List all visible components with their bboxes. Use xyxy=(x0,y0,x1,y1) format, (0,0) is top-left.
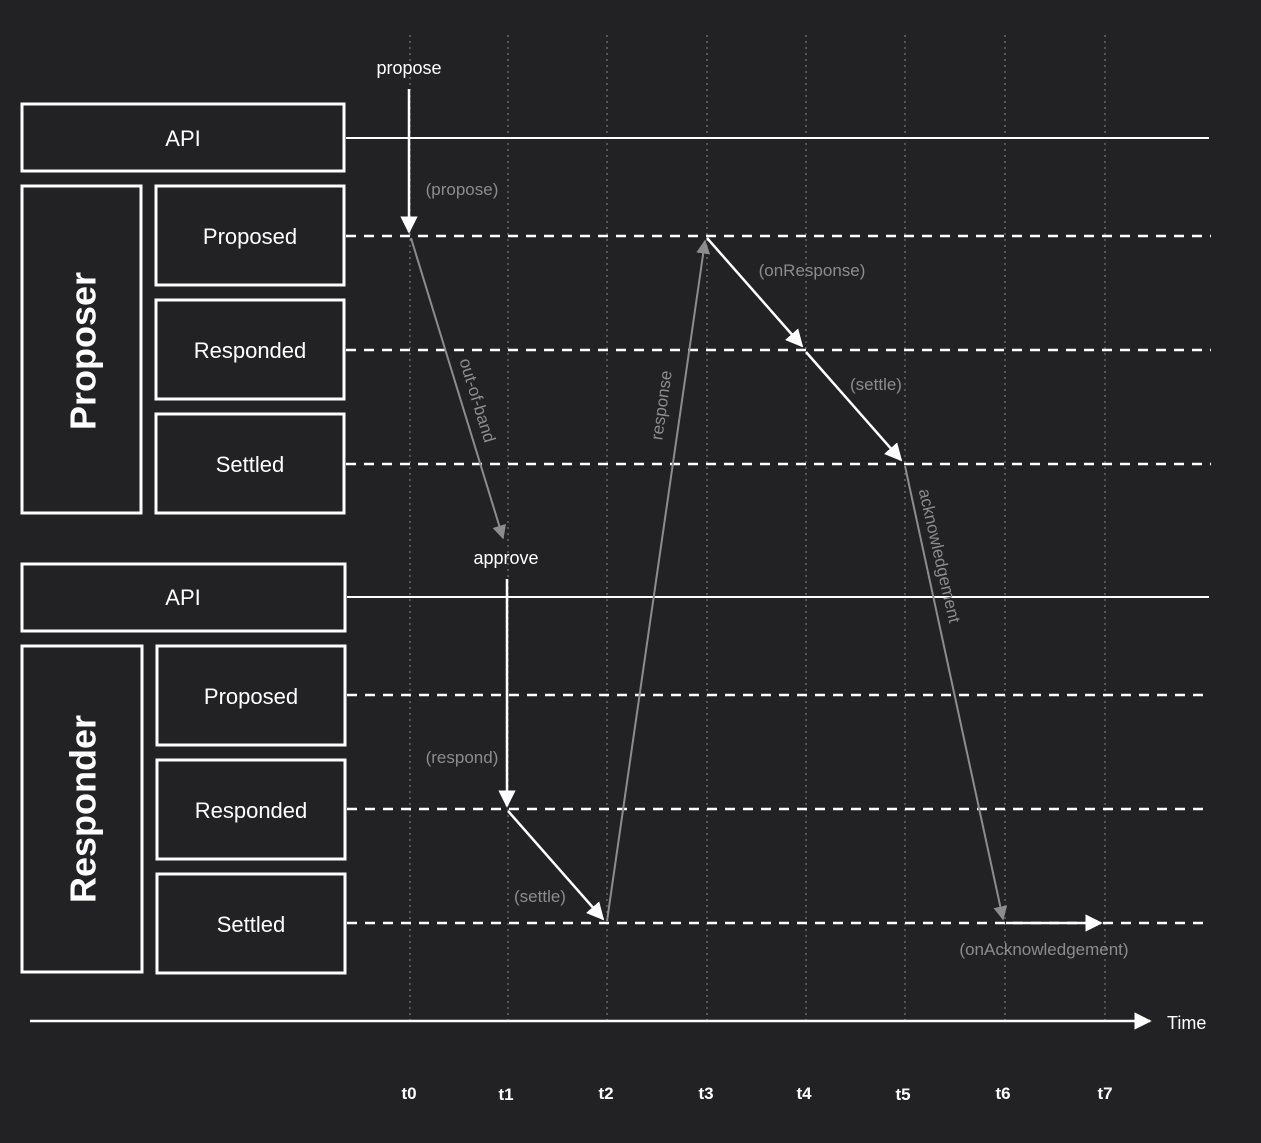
tick-t3: t3 xyxy=(698,1084,713,1103)
proposer-settled-box xyxy=(154,412,346,515)
tick-t6: t6 xyxy=(995,1084,1010,1103)
responder-proposed-box xyxy=(155,644,347,747)
proposer-settled-label: Settled xyxy=(216,452,285,477)
responder-responded-box xyxy=(155,758,347,861)
responder-settle-label: (settle) xyxy=(514,887,566,906)
time-axis-label: Time xyxy=(1167,1013,1206,1033)
proposer-group-box xyxy=(20,184,143,515)
tick-t0: t0 xyxy=(401,1084,416,1103)
propose-internal-label: (propose) xyxy=(426,180,499,199)
respond-label: (respond) xyxy=(426,748,499,767)
responder-section: API Responder Proposed Responded Settled xyxy=(20,562,1211,975)
response-arrow xyxy=(606,239,711,922)
tick-t5: t5 xyxy=(895,1085,910,1104)
responder-settle-arrow xyxy=(507,810,605,921)
responder-api-label: API xyxy=(165,585,200,610)
responder-settled-label: Settled xyxy=(217,912,286,937)
proposer-settle-arrow xyxy=(805,351,903,462)
acknowledgement-label: acknowledgement xyxy=(915,487,964,625)
time-axis: Time t0 t1 t2 t3 t4 t5 t6 t7 xyxy=(30,1012,1206,1104)
proposer-responded-box xyxy=(154,298,346,401)
proposer-api-box xyxy=(20,102,346,173)
responder-responded-label: Responded xyxy=(195,798,308,823)
out-of-band-arrow xyxy=(410,237,506,540)
acknowledgement-arrow xyxy=(904,465,1008,921)
on-response-label: (onResponse) xyxy=(759,261,866,280)
on-response-arrow xyxy=(706,237,804,348)
tick-t4: t4 xyxy=(796,1084,812,1103)
responder-group-box xyxy=(20,644,144,974)
propose-call-label: propose xyxy=(376,58,441,78)
tick-t2: t2 xyxy=(598,1084,613,1103)
proposer-proposed-box xyxy=(154,184,346,287)
responder-settled-box xyxy=(155,872,347,975)
proposer-responded-label: Responded xyxy=(194,338,307,363)
proposer-group-label: Proposer xyxy=(63,272,104,430)
proposer-section: API Proposer Proposed Responded Settled xyxy=(20,102,1211,515)
out-of-band-label: out-of-band xyxy=(455,356,499,445)
responder-api-box xyxy=(20,562,347,633)
response-label: response xyxy=(647,369,676,441)
responder-proposed-label: Proposed xyxy=(204,684,298,709)
transitions: propose (propose) out-of-band approve (r… xyxy=(376,58,1128,959)
responder-group-label: Responder xyxy=(63,715,104,903)
on-acknowledgement-label: (onAcknowledgement) xyxy=(959,940,1128,959)
proposer-api-label: API xyxy=(165,126,200,151)
tick-t1: t1 xyxy=(498,1085,513,1104)
approve-call-label: approve xyxy=(473,548,538,568)
proposer-proposed-label: Proposed xyxy=(203,224,297,249)
proposer-settle-label: (settle) xyxy=(850,375,902,394)
tick-t7: t7 xyxy=(1097,1084,1112,1103)
time-grid xyxy=(409,35,1106,1022)
